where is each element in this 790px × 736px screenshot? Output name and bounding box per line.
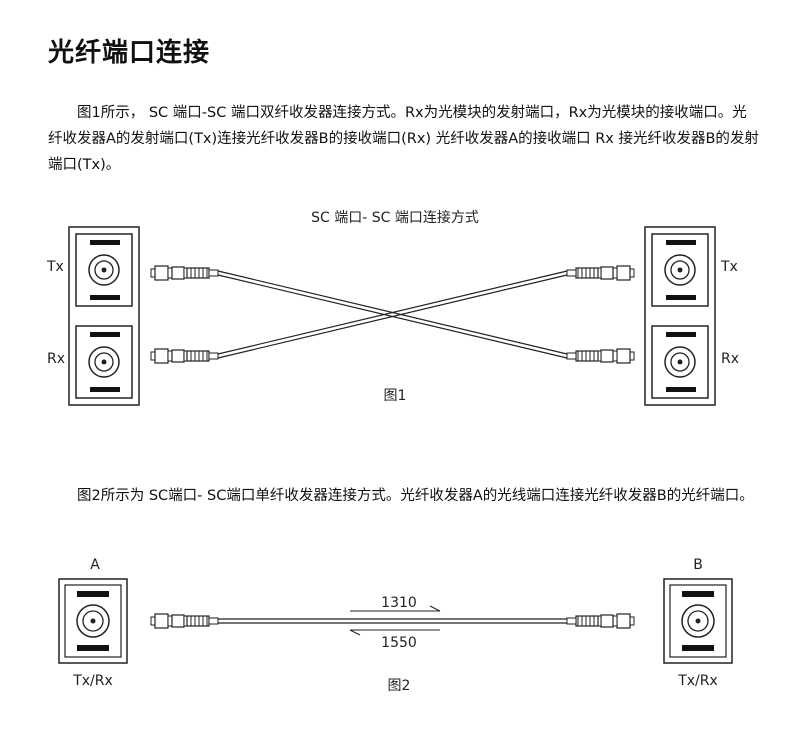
connector-right-top <box>566 265 635 281</box>
arrow-left <box>349 629 440 636</box>
left-tx-port <box>75 233 133 307</box>
fig2-caption: 图2 <box>388 678 411 694</box>
wavelength-1310: 1310 <box>381 595 417 611</box>
connector-fig2-left <box>150 613 219 629</box>
connector-left-top <box>150 265 219 281</box>
connector-left-bottom <box>150 348 219 364</box>
single-fiber-cable <box>218 618 567 624</box>
right-port-label: Tx/Rx <box>677 673 718 689</box>
transceiver-a-port <box>58 578 128 664</box>
connector-right-bottom <box>566 348 635 364</box>
label-a: A <box>90 557 100 573</box>
connector-fig2-right <box>566 613 635 629</box>
paragraph-fig2-description: 图2所示为 SC端口- SC端口单纤收发器连接方式。光纤收发器A的光线端口连接光… <box>77 488 754 504</box>
paragraph-fig1-description: 图1所示， SC 端口-SC 端口双纤收发器连接方式。Rx为光模块的发射端口，R… <box>48 105 759 173</box>
left-transceiver <box>68 226 140 406</box>
right-transceiver <box>644 226 716 406</box>
transceiver-b-port <box>663 578 733 664</box>
fiber-cable-rx-to-tx <box>217 270 568 359</box>
right-tx-label: Tx <box>720 259 738 275</box>
right-tx-port <box>651 233 709 307</box>
fig1-caption: 图1 <box>384 388 407 404</box>
right-rx-label: Rx <box>721 351 739 367</box>
left-port-label: Tx/Rx <box>72 673 113 689</box>
left-tx-label: Tx <box>46 259 64 275</box>
wavelength-1550: 1550 <box>381 635 417 651</box>
label-b: B <box>693 557 703 573</box>
left-rx-port <box>75 325 133 399</box>
fig1-heading: SC 端口- SC 端口连接方式 <box>311 209 479 226</box>
arrow-right <box>350 605 441 612</box>
page-title: 光纤端口连接 <box>48 38 211 68</box>
left-rx-label: Rx <box>47 351 65 367</box>
right-rx-port <box>651 325 709 399</box>
